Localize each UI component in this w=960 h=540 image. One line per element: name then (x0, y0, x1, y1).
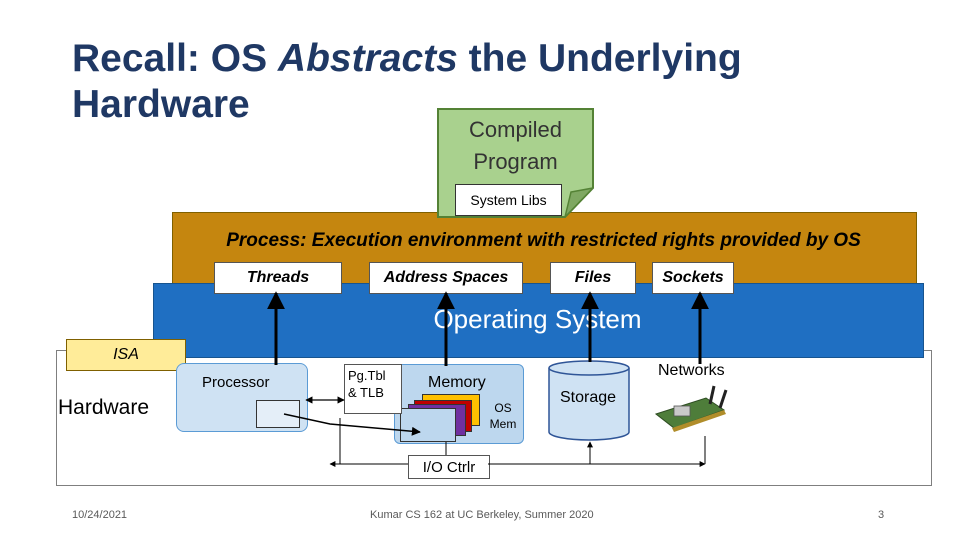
cpu-chip-icon (256, 400, 300, 428)
sockets-tag: Sockets (652, 262, 734, 294)
hardware-label: Hardware (58, 396, 150, 419)
address-spaces-tag: Address Spaces (369, 262, 523, 294)
memory-page-blue (400, 408, 456, 442)
io-controller-box: I/O Ctrlr (408, 455, 490, 479)
memory-label: Memory (428, 374, 486, 391)
footer-date: 10/24/2021 (72, 509, 128, 521)
isa-label: ISA (66, 339, 186, 371)
footer-course: Kumar CS 162 at UC Berkeley, Summer 2020 (370, 509, 594, 521)
os-mem-label: OS Mem (489, 401, 517, 431)
slide-title: Recall: OS Abstracts the Underlying Hard… (72, 37, 742, 126)
threads-tag: Threads (214, 262, 342, 294)
footer-page-number: 3 (878, 509, 885, 521)
files-tag: Files (550, 262, 636, 294)
process-label: Process: Execution environment with rest… (226, 230, 861, 251)
compiled-program-label: Compiled Program (469, 117, 562, 174)
network-card-icon (654, 385, 728, 432)
pgtbl-tlb-box: Pg.Tbl & TLB (344, 364, 402, 414)
networks-label: Networks (658, 362, 725, 379)
processor-label: Processor (202, 374, 270, 391)
system-libs-box: System Libs (455, 184, 562, 216)
storage-label: Storage (559, 389, 617, 406)
operating-system-label: Operating System (433, 304, 642, 334)
storage-cylinder-icon (548, 360, 630, 441)
